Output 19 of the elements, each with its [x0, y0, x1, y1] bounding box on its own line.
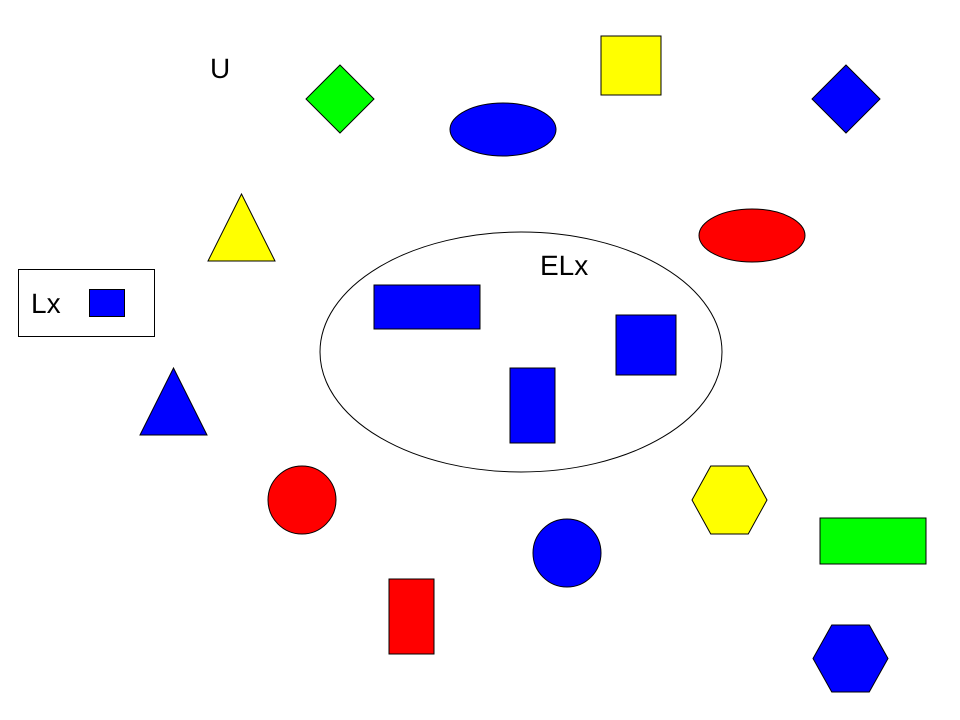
- circle-shape: [268, 466, 336, 534]
- box-shape: [601, 36, 661, 95]
- circle-shape: [533, 519, 601, 587]
- ellipse-shape: [450, 103, 556, 156]
- diamond-shape: [306, 65, 374, 133]
- box-shape: [510, 368, 555, 443]
- box-shape: [389, 579, 434, 654]
- triangle-shape: [140, 368, 207, 435]
- box-shape: [820, 518, 926, 564]
- box-shape: [616, 315, 676, 375]
- box-shape: [374, 285, 480, 329]
- hexagon-shape: [813, 625, 888, 692]
- universe-label: U: [210, 55, 230, 83]
- triangle-shape: [208, 194, 275, 261]
- ellipse-shape: [699, 209, 805, 262]
- hexagon-shape: [692, 466, 767, 534]
- set-label: ELx: [540, 252, 588, 280]
- legend-label: Lx: [31, 290, 61, 318]
- diamond-shape: [812, 65, 880, 133]
